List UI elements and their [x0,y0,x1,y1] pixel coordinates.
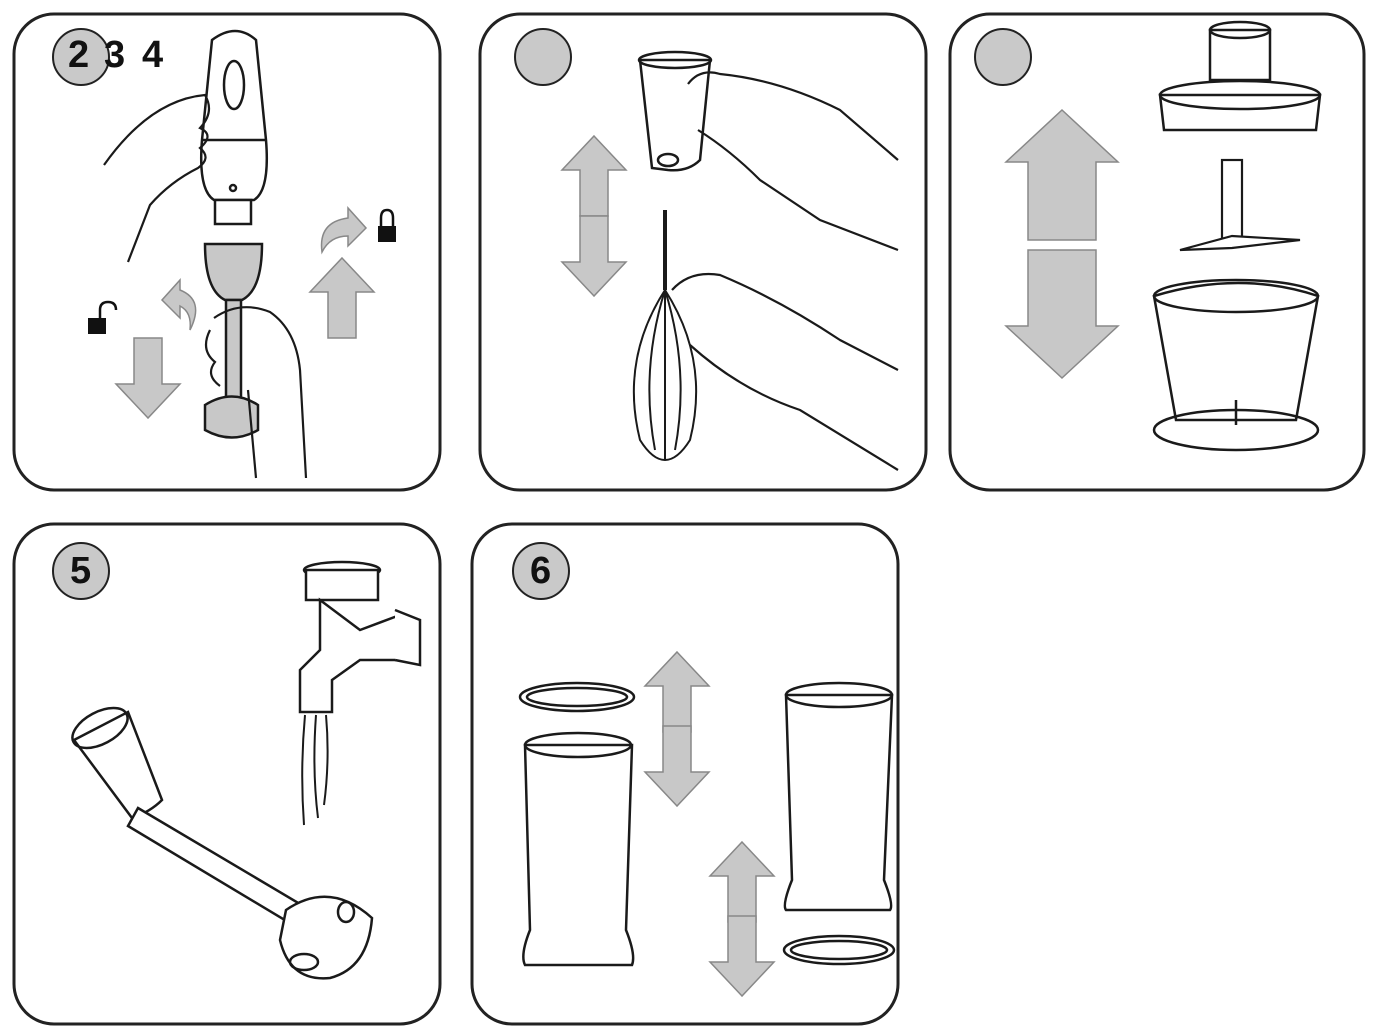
chopper-lid [1158,20,1322,132]
down-arrow-icon [709,915,775,997]
step-number-3: 3 [104,34,126,76]
whisk-gearbox [637,50,713,172]
panel-step-chopper [948,12,1366,492]
step-number-4: 4 [142,34,164,76]
beaker [522,731,635,967]
up-arrow-icon [644,651,710,733]
beaker-base-ring [518,681,636,713]
step-badge-whisk [514,28,572,86]
faucet [298,560,422,714]
down-arrow-icon [644,725,710,807]
hand-bottom [671,272,899,471]
hand-top [687,71,899,252]
twist-arrow-icon [160,206,368,331]
lock-icon [378,208,396,242]
up-arrow-icon [561,135,627,217]
beaker [783,681,894,912]
blender-foot [203,242,264,439]
panel-step-whisk [478,12,928,492]
motor-unit [199,29,269,226]
panel-step-234 [12,12,442,492]
beaker-base-ring [782,934,896,966]
chopper-blade [1179,158,1301,252]
step-badge-5 [52,542,110,600]
up-arrow-icon [309,257,375,339]
hand-left [103,93,211,263]
step-badge-6 [512,542,570,600]
step-number-6: 6 [530,550,552,592]
step-number-2: 2 [68,34,90,76]
big-arrow-icon [1004,108,1120,380]
chopper-bowl [1152,278,1320,452]
blender-foot [71,706,374,980]
panel-step-5 [12,522,442,1026]
down-arrow-icon [561,215,627,297]
unlock-icon [88,300,118,334]
hand-right [204,306,308,479]
up-arrow-icon [709,841,775,923]
step-badge-chopper [974,28,1032,86]
step-number-5: 5 [70,550,92,592]
water-stream [301,714,329,826]
panel-step-6 [470,522,900,1026]
down-arrow-icon [115,337,181,419]
step-badge-234 [52,28,110,86]
whisk [632,210,698,461]
